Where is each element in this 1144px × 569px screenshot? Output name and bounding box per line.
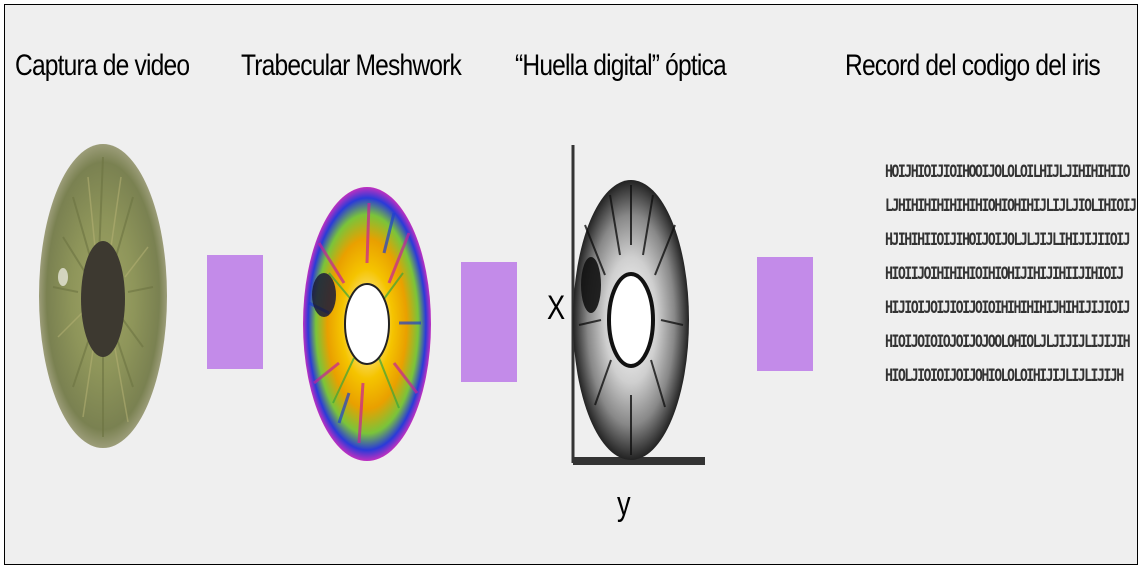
colored-iris-ring-image xyxy=(303,187,431,461)
connector-box-2 xyxy=(461,262,517,382)
iris-code-line: HIOIIJOIHIHIHIOIHIOHIJIHIJIHIIJIHIOIJ xyxy=(885,264,1124,284)
iris-code-line: HIOIJOIOIOJOIJOJOOLOHIOLJLJIJIJLIJIJIH xyxy=(885,332,1131,352)
iris-code-line: HIJIOIJOIJIOIJOIOIHIHIHIHIJHIHIJIJIOIJ xyxy=(885,298,1131,318)
bw-iris-axes-image xyxy=(571,145,705,465)
step-title-trabecular-meshwork: Trabecular Meshwork xyxy=(241,49,462,82)
diagram-frame: Captura de video Trabecular Meshwork “Hu… xyxy=(4,4,1138,565)
y-axis-label: y xyxy=(617,485,631,523)
eye-photo-image xyxy=(39,144,167,448)
connector-box-1 xyxy=(207,255,263,369)
x-axis-label: X xyxy=(547,289,566,327)
connector-box-3 xyxy=(757,257,813,371)
iris-code-block: HOIJHIOIJIOIHOOIJOLOLOILHIJLJIHIHIHIIO L… xyxy=(885,155,1137,393)
step-title-optical-fingerprint: “Huella digital” óptica xyxy=(515,49,727,82)
iris-code-line: HIOLJIOIOIJOIJOHIOLOLOIHIJIJLIJLIJIJH xyxy=(885,366,1124,386)
iris-code-line: HJIHIHIIOIJIHOIJOIJOLJLJIJLIHIJIJIIOIJ xyxy=(885,230,1131,250)
step-title-video-capture: Captura de video xyxy=(15,49,190,82)
iris-code-line: LJHIHIHIHIHIHIHIOHIOHIHIJLIJLJIOLIHIOIJ xyxy=(885,196,1137,216)
iris-code-line: HOIJHIOIJIOIHOOIJOLOLOILHIJLJIHIHIHIIO xyxy=(885,162,1131,182)
step-title-iris-code-record: Record del codigo del iris xyxy=(845,49,1101,82)
